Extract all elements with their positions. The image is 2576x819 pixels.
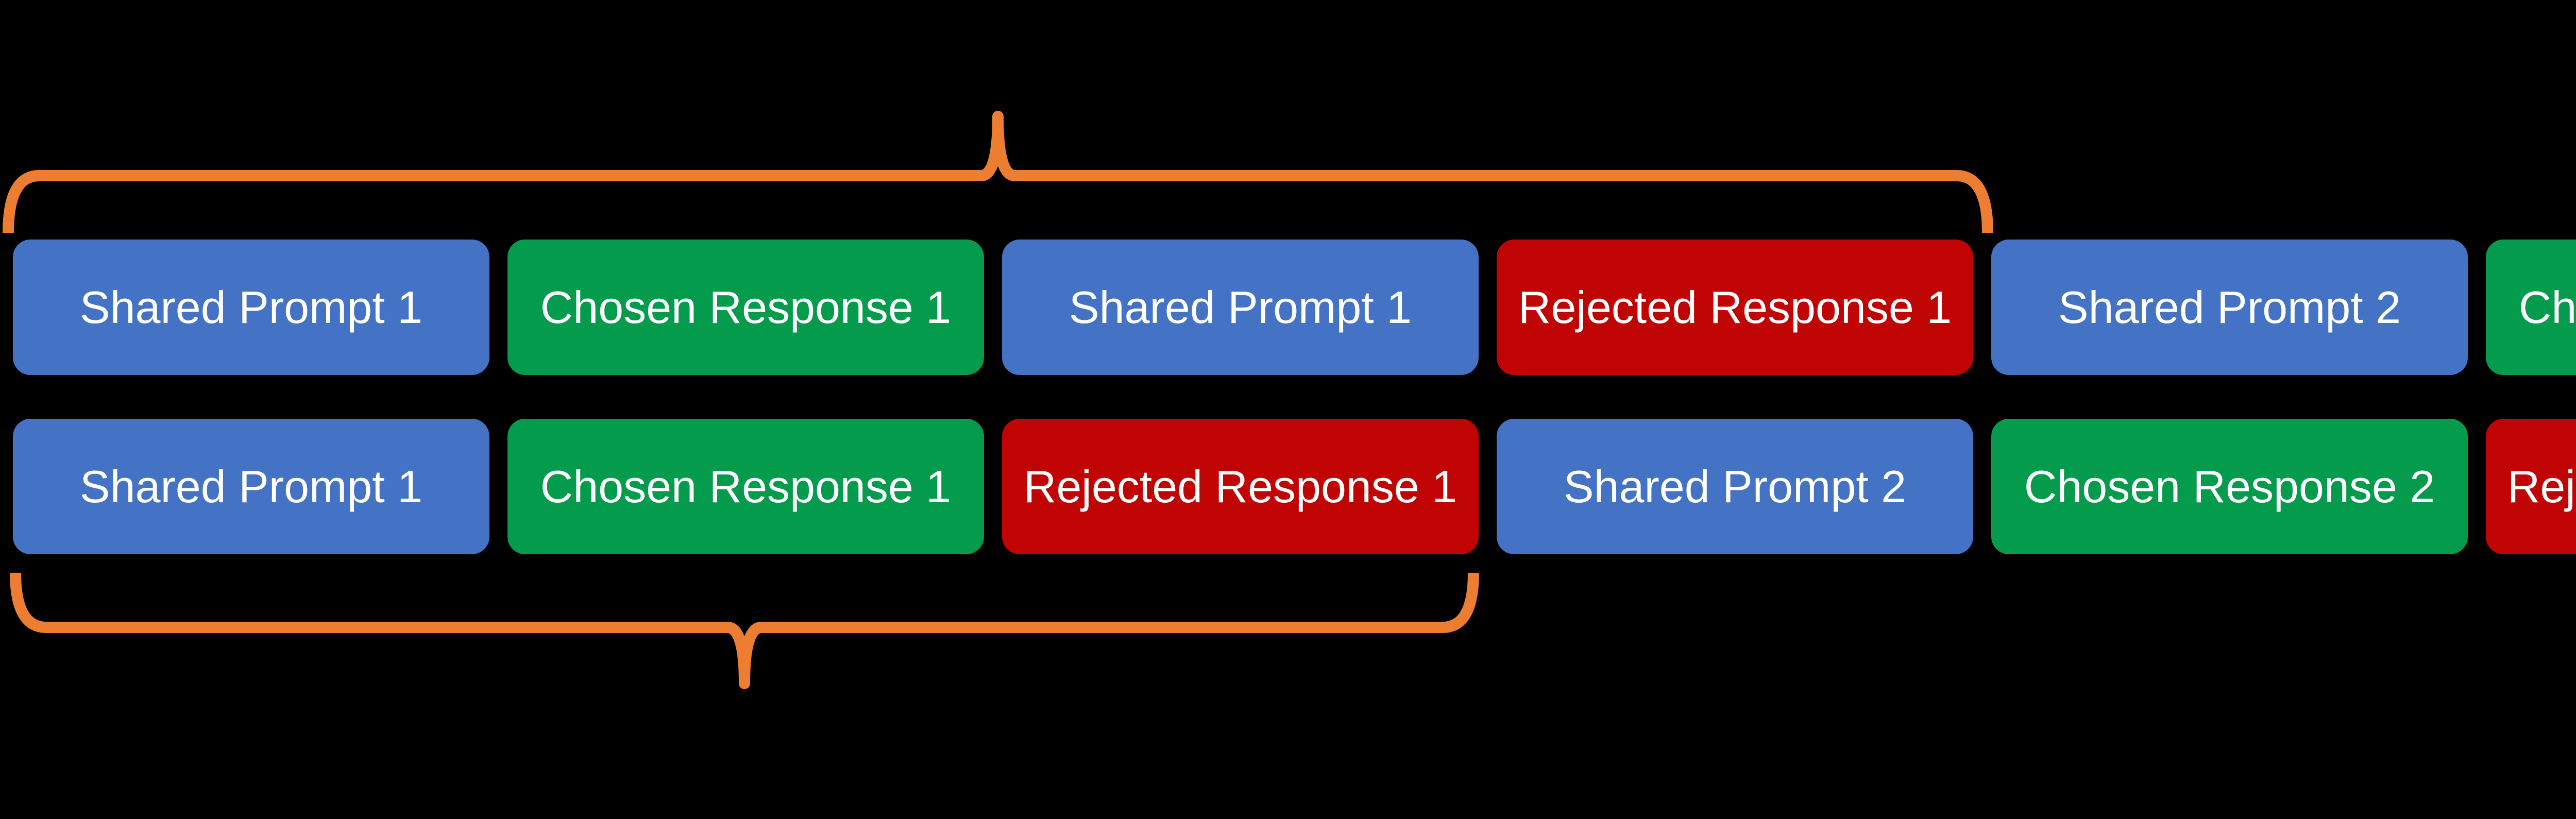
box-chosen-chosen-response-2: Chosen Response 2: [1991, 419, 2468, 554]
bottom-brace: [10, 572, 1479, 689]
top-brace: [3, 111, 1993, 233]
box-rejected-rejected-response-1: Rejected Response 1: [1497, 240, 1973, 375]
box-prompt-shared-prompt-1: Shared Prompt 1: [13, 419, 489, 554]
box-chosen-chosen-response-1: Chosen Response 1: [507, 240, 984, 375]
box-prompt-shared-prompt-2: Shared Prompt 2: [1497, 419, 1973, 554]
box-prompt-shared-prompt-1: Shared Prompt 1: [13, 240, 489, 375]
box-chosen-chosen-response-1: Chosen Response 1: [507, 419, 984, 554]
box-chosen-chosen-response-2: Chosen Response 2: [2486, 240, 2576, 375]
box-prompt-shared-prompt-2: Shared Prompt 2: [1991, 240, 2468, 375]
box-rejected-rejected-response-2: Rejected Response 2: [2486, 419, 2576, 554]
box-rejected-rejected-response-1: Rejected Response 1: [1002, 419, 1479, 554]
box-prompt-shared-prompt-1: Shared Prompt 1: [1002, 240, 1479, 375]
